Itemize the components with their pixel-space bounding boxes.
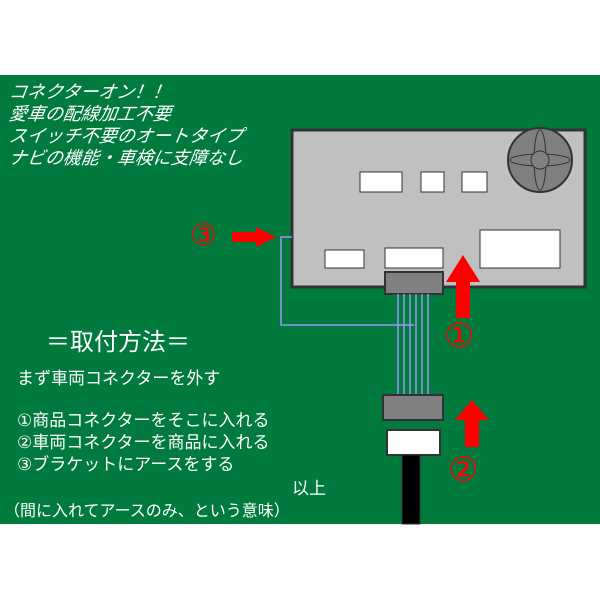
unit-ports xyxy=(324,171,561,269)
harness-wires xyxy=(397,294,429,395)
feature-line: スイッチ不要のオートタイプ xyxy=(7,126,245,147)
install-end: 以上 xyxy=(292,479,326,499)
marker-two: ② xyxy=(448,450,479,490)
install-note: （間に入れてアースのみ、という意味） xyxy=(4,501,290,520)
install-step: ③ブラケットにアースをする xyxy=(17,455,235,475)
vehicle-cable xyxy=(401,454,421,525)
arrow-right-icon xyxy=(232,227,276,247)
ground-wire xyxy=(280,236,414,326)
fan-icon xyxy=(507,127,573,193)
product-connector-top xyxy=(384,271,444,295)
install-step: ②車両コネクターを商品に入れる xyxy=(17,433,270,453)
feature-line: ナビの機能・車検に支障なし xyxy=(7,148,245,169)
product-connector-bottom xyxy=(382,394,444,421)
install-title: ＝取付方法＝ xyxy=(46,328,190,356)
marker-one: ① xyxy=(444,316,475,356)
marker-three: ③ xyxy=(190,218,217,253)
vehicle-connector xyxy=(386,429,441,456)
arrow-up-icon xyxy=(446,255,480,318)
feature-line: コネクターオン！！ xyxy=(7,82,172,103)
feature-line: 愛車の配線加工不要 xyxy=(7,104,173,125)
install-first: まず車両コネクターを外す xyxy=(17,369,221,389)
arrow-up-icon xyxy=(455,400,489,447)
install-step: ①商品コネクターをそこに入れる xyxy=(17,411,270,431)
